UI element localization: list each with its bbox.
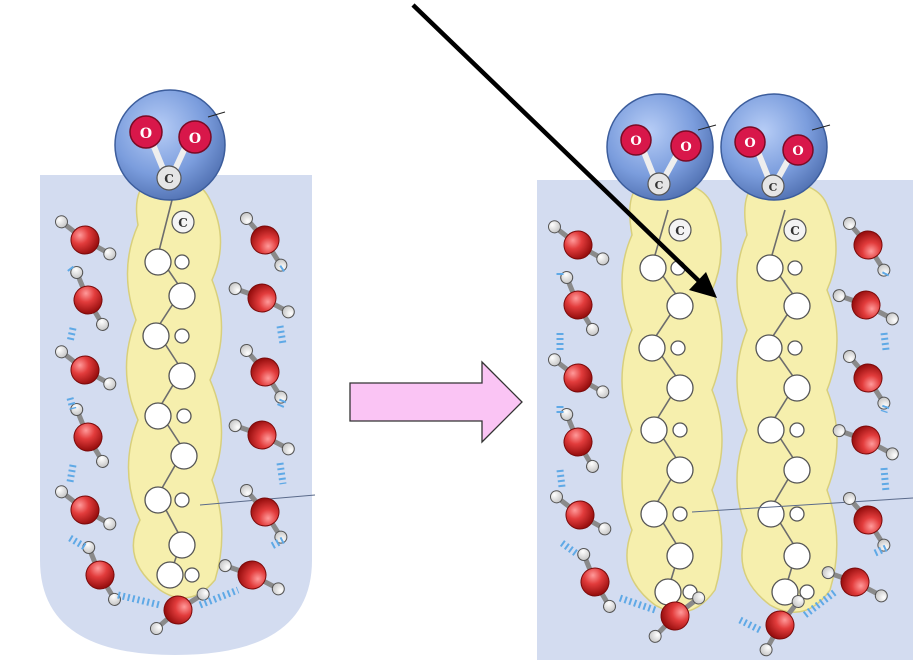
carbon-label: C	[790, 224, 800, 238]
oxygen-label: O	[744, 136, 755, 151]
carbon-atom	[784, 293, 810, 319]
carbon-atom	[639, 335, 665, 361]
carbon-atom	[784, 375, 810, 401]
hydrogen-atom	[175, 329, 189, 343]
hydrogen-atom	[175, 255, 189, 269]
carbon-atom	[169, 363, 195, 389]
oxygen-label: O	[189, 131, 201, 147]
carbon-label: C	[675, 224, 685, 238]
carbon-label: C	[769, 181, 778, 194]
carbon-atom	[784, 543, 810, 569]
carbon-atom	[145, 403, 171, 429]
carbon-atom	[667, 375, 693, 401]
hydrogen-atom	[673, 423, 687, 437]
carbon-atom	[655, 579, 681, 605]
carbon-atom	[641, 501, 667, 527]
hydrogen-atom	[790, 423, 804, 437]
hydrogen-atom	[692, 591, 705, 604]
carbon-atom	[157, 562, 183, 588]
oxygen-label: O	[140, 126, 152, 142]
hydrogen-atom	[185, 568, 199, 582]
oxygen-label: O	[792, 144, 803, 159]
carbon-atom	[641, 417, 667, 443]
carbon-atom	[758, 501, 784, 527]
carbon-atom	[667, 457, 693, 483]
carbon-atom	[171, 443, 197, 469]
hydrogen-atom	[788, 261, 802, 275]
hydrogen-atom	[788, 341, 802, 355]
carbon-atom	[757, 255, 783, 281]
hydrogen-atom	[177, 409, 191, 423]
hydrogen-atom	[671, 341, 685, 355]
hydrogen-atom	[649, 630, 662, 643]
carbon-label: C	[164, 172, 174, 186]
carbon-atom	[640, 255, 666, 281]
carbon-atom	[169, 283, 195, 309]
oxygen-label: O	[630, 134, 641, 149]
carbon-label: C	[655, 179, 664, 192]
carbon-atom	[784, 457, 810, 483]
carbon-atom	[145, 487, 171, 513]
carbon-atom	[143, 323, 169, 349]
hydrogen-atom	[175, 493, 189, 507]
oxygen-label: O	[680, 140, 691, 155]
carbon-atom	[667, 293, 693, 319]
carbon-label: C	[178, 216, 188, 230]
carbon-atom	[758, 417, 784, 443]
hydrogen-atom	[790, 507, 804, 521]
right-arrow-icon	[350, 362, 522, 442]
hydrogen-atom	[673, 507, 687, 521]
carbon-atom	[169, 532, 195, 558]
carbon-atom	[756, 335, 782, 361]
carbon-atom	[667, 543, 693, 569]
carbon-atom	[145, 249, 171, 275]
single-fatty-acid-panel: O O C C	[40, 90, 315, 655]
